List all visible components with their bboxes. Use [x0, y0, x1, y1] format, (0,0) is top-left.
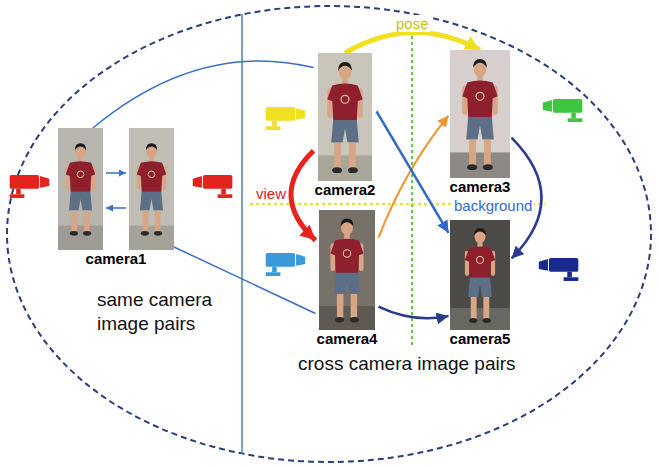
person-photo [319, 210, 375, 330]
person-figure [66, 143, 96, 236]
photo-ground [58, 128, 103, 250]
label-box: same camera image pairs [97, 288, 232, 336]
camera-caption: camera1 [86, 250, 147, 268]
camera-view-node: camera3 [449, 50, 512, 196]
photo-floor [319, 306, 375, 330]
axis-label: background [452, 197, 534, 215]
photo-ground [450, 50, 510, 178]
person-photo [58, 128, 174, 250]
camera-caption: camera3 [450, 178, 511, 196]
photo-floor [450, 152, 510, 178]
person-figure [465, 228, 495, 323]
camera-icon [543, 99, 583, 122]
photo-floor [58, 226, 103, 250]
person-photo [318, 53, 372, 181]
camera-icon [266, 253, 306, 276]
edge-label: view [255, 185, 287, 202]
pose-axis [411, 36, 413, 345]
person-photo [450, 220, 510, 330]
label-box: pose [395, 15, 430, 33]
person-figure [327, 62, 362, 173]
camera-caption: camera2 [315, 181, 376, 199]
camera-view-node: camera4 [316, 210, 379, 348]
label-box: background [452, 197, 534, 215]
camera-view-node: camera2 [314, 53, 377, 199]
photo-ground [129, 128, 174, 250]
group-label: cross camera image pairs [298, 352, 516, 376]
person-figure [330, 219, 363, 323]
camera-icon [266, 107, 306, 130]
photo-ground [450, 220, 510, 330]
person-figure [462, 59, 497, 170]
divider-line [241, 14, 243, 454]
camera-icon [10, 175, 50, 198]
outer-ellipse [7, 6, 651, 462]
camera-icon [193, 175, 233, 198]
pair-arrow [106, 207, 126, 209]
photo-ground [318, 53, 372, 181]
connector-arrow [291, 151, 316, 241]
pair-arrow [106, 172, 126, 174]
photo-floor [318, 155, 372, 181]
label-box: view [255, 185, 287, 203]
connector-arrow [345, 32, 480, 53]
person-photo [450, 50, 510, 178]
person-figure [137, 143, 167, 236]
camera-caption: camera5 [450, 330, 511, 348]
photo-ground [319, 210, 375, 330]
connector-arrow [377, 111, 449, 232]
camera-view-node: camera1 [58, 128, 174, 268]
camera-icon [539, 258, 579, 281]
edge-label: pose [395, 15, 430, 32]
camera-view-node: camera5 [449, 220, 512, 348]
label-box: cross camera image pairs [298, 352, 516, 376]
photo-floor [129, 226, 174, 250]
camera-caption: camera4 [317, 330, 378, 348]
group-label: same camera image pairs [97, 288, 232, 336]
connector-arrow [379, 307, 449, 319]
photo-floor [450, 308, 510, 330]
connector-arrow [93, 61, 314, 128]
